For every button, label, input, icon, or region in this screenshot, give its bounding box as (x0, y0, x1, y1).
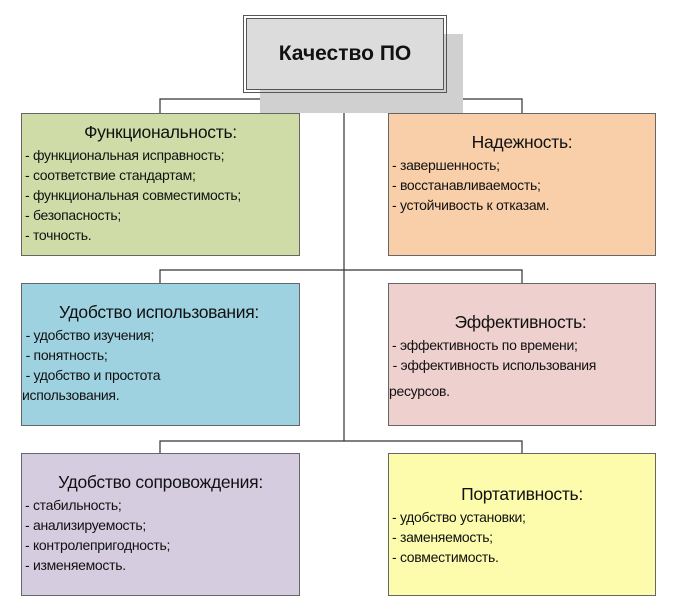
node-efficiency: Эффективность: - эффективность по времен… (388, 283, 656, 426)
node-reliability: Надежность: - завершенность; - восстанав… (388, 113, 656, 256)
node-portability: Портативность: - удобство установки; - з… (388, 453, 656, 596)
connector-row3 (159, 440, 523, 453)
node-item: - безопасность; (25, 207, 121, 223)
node-title: Удобство использования: (59, 302, 259, 322)
node-item: - изменяемость. (25, 557, 126, 573)
node-item: - заменяемость; (392, 529, 493, 545)
node-item: использования. (22, 387, 120, 403)
node-item: - эффективность по времени; (392, 337, 578, 353)
node-title: Портативность: (461, 484, 583, 504)
node-title: Эффективность: (454, 312, 587, 332)
node-item: - эффективность использования (389, 357, 597, 373)
node-item: - устойчивость к отказам. (392, 197, 550, 213)
node-item: - совместимость. (392, 549, 499, 565)
node-item: - удобство изучения; (22, 327, 155, 343)
node-functionality: Функциональность: - функциональная испра… (21, 113, 300, 256)
node-maintainability: Удобство сопровождения: - стабильность; … (21, 453, 300, 596)
node-title: Надежность: (471, 132, 573, 152)
node-item: - восстанавливаемость; (392, 177, 541, 193)
node-item: - понятность; (22, 347, 108, 363)
node-usability: Удобство использования: - удобство изуче… (21, 283, 300, 426)
node-item: - стабильность; (25, 497, 122, 513)
root-node: Качество ПО (243, 15, 447, 93)
node-item: - удобство установки; (392, 509, 526, 525)
node-item: ресурсов. (389, 383, 450, 399)
node-item: - завершенность; (392, 157, 500, 173)
node-title: Функциональность: (84, 122, 237, 142)
node-item: - функциональная совместимость; (25, 187, 241, 203)
node-item: - анализируемость; (25, 517, 146, 533)
node-item: - точность. (25, 227, 92, 243)
node-item: - соответствие стандартам; (25, 167, 196, 183)
connector-row2 (159, 269, 523, 283)
node-title: Удобство сопровождения: (58, 472, 263, 492)
node-item: - функциональная исправность; (25, 147, 225, 163)
node-item: - контролепригодность; (25, 537, 171, 553)
node-item: - удобство и простота (22, 367, 161, 383)
